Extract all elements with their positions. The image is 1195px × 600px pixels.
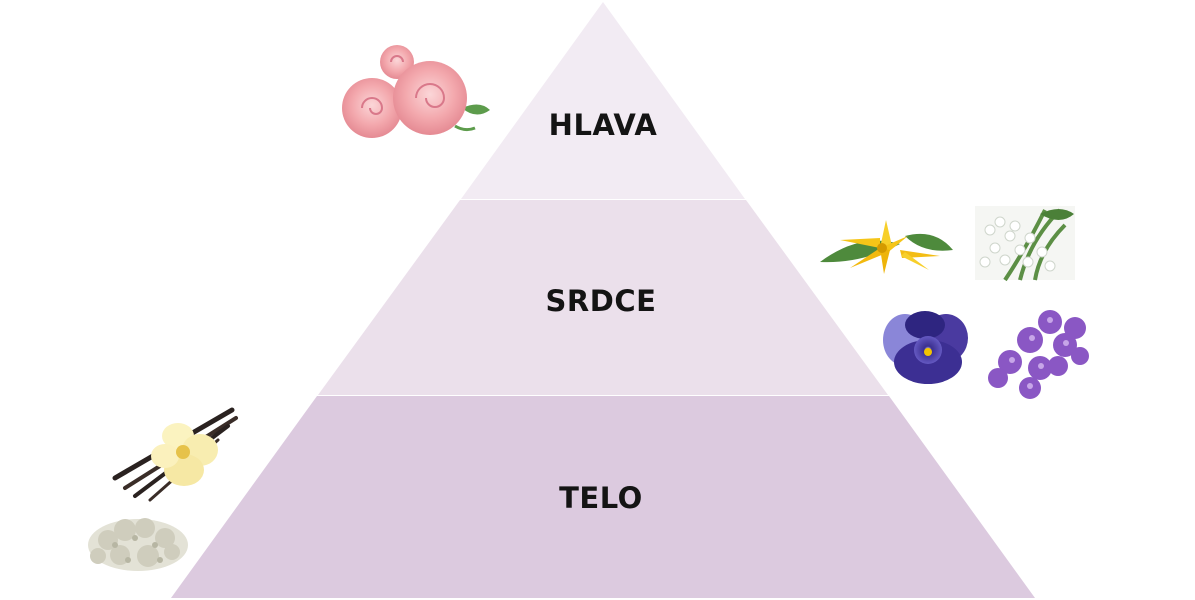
tier-label-base: TELO bbox=[559, 481, 643, 515]
pyramid-tier-base bbox=[171, 396, 1035, 598]
rose-icon bbox=[342, 45, 490, 138]
tier-label-top: HLAVA bbox=[549, 108, 658, 142]
pansy-icon bbox=[883, 311, 968, 384]
tier-label-middle: SRDCE bbox=[546, 284, 657, 318]
lily-of-the-valley-icon bbox=[975, 206, 1075, 282]
ylang-ylang-icon bbox=[820, 220, 953, 274]
pyramid-tier-middle bbox=[318, 200, 888, 395]
heliotrope-icon bbox=[988, 310, 1089, 399]
oakmoss-icon bbox=[88, 518, 188, 571]
vanilla-icon bbox=[112, 407, 238, 502]
pyramid-tier-top bbox=[461, 2, 745, 199]
